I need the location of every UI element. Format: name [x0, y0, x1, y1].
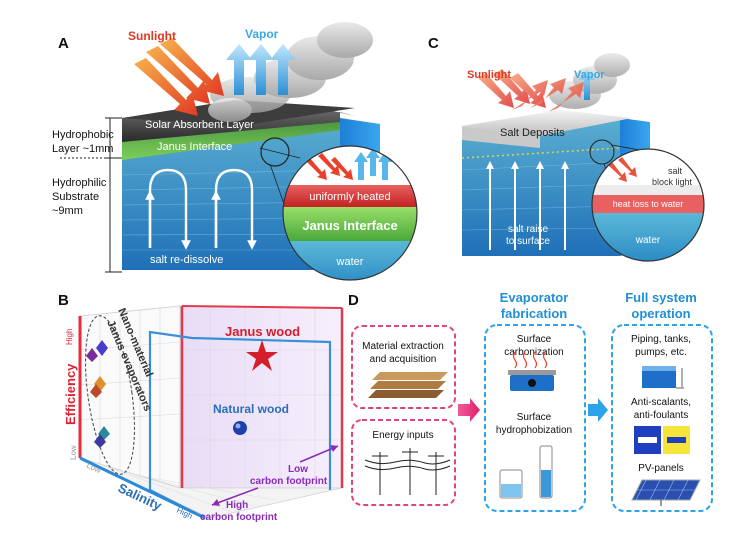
panel-d-arrow-1 [458, 398, 480, 422]
panel-c-sunlight-arrows [478, 69, 584, 112]
nano-marker [96, 340, 108, 356]
panel-a-thickness-bracket [60, 117, 122, 273]
panel-b-janus-wood-star [246, 340, 278, 371]
panel-d-piping-2: pumps, etc. [635, 347, 687, 358]
panel-b-x-axis-line [79, 456, 206, 520]
panel-c-zoom-water: water [635, 235, 661, 246]
panel-a-vapor-label: Vapor [245, 27, 279, 41]
panel-b-janus-wood-label: Janus wood [225, 324, 300, 339]
panel-d-tank-icon [642, 366, 684, 389]
panel-d-fab-box [484, 324, 586, 512]
panel-d-hydro-2: hydrophobization [496, 425, 572, 436]
panel-d-hotplate-icon [508, 351, 556, 391]
panel-b-footprint-arrows [211, 445, 339, 506]
panel-a-zoom-water: water [336, 256, 364, 268]
panel-b-nano-ellipse [85, 315, 135, 475]
panel-d-arrow-2 [588, 398, 608, 422]
panel-a-hydrophobic-label-1: Hydrophobic [52, 129, 114, 141]
panel-a-solar-label: Solar Absorbent Layer [145, 119, 254, 131]
panel-c-salt-raise-1: salt raise [508, 224, 548, 235]
panel-d-fab-title-1: Evaporator [500, 290, 569, 305]
panel-d-material-2: and acquisition [370, 354, 437, 365]
panel-b-y-low: Low [69, 445, 78, 460]
panel-a-janus-label: Janus Interface [157, 141, 232, 153]
panel-d-pv-label: PV-panels [638, 463, 684, 474]
panel-b-high-cf-2: carbon footprint [200, 512, 278, 523]
panel-d-energy-box [351, 419, 456, 506]
panel-b-nano-markers [86, 340, 110, 448]
panel-d-carb-1: Surface [517, 334, 552, 345]
panel-d-full-title-2: operation [631, 306, 690, 321]
panel-a-zoom-janus: Janus Interface [302, 218, 397, 233]
panel-letter-a: A [58, 35, 69, 52]
panel-d-anti-1: Anti-scalants, [631, 397, 691, 408]
panel-a-hydrophobic-label-2: Layer ~1mm [52, 143, 113, 155]
panel-a-vapor-arrows [226, 44, 296, 95]
panel-b: B [58, 292, 344, 523]
panel-a-hydrophilic-label-1: Hydrophilic [52, 177, 107, 189]
nano-marker [90, 384, 102, 398]
panel-a-vapor-cloud [208, 22, 373, 122]
panel-d-piping-1: Piping, tanks, [631, 334, 691, 345]
panel-a: A Solar Absorbent Layer Janus Interface [52, 22, 418, 281]
panel-a-hydrophilic-label-2: Substrate [52, 191, 99, 203]
panel-d: D Material extraction and acquisition En… [348, 290, 713, 512]
panel-c-vapor-arrow [579, 68, 595, 100]
panel-a-zoom-heated: uniformly heated [309, 191, 390, 203]
panel-b-y-high: High [65, 329, 74, 345]
panel-b-high-cf-1: High [226, 500, 248, 511]
panel-c-salt-line [461, 147, 621, 159]
panel-letter-c: C [428, 35, 439, 52]
panel-c-salt-surface [462, 110, 632, 136]
panel-d-anti-2: anti-foulants [634, 410, 688, 421]
nano-marker [86, 348, 98, 362]
panel-c-zoom-salt-1: salt [668, 166, 683, 176]
panel-b-y-axis-label: Efficiency [63, 363, 78, 425]
panel-a-sunlight-label: Sunlight [128, 29, 176, 43]
panel-d-beakers-icon [499, 445, 553, 499]
panel-d-material-1: Material extraction [362, 341, 444, 352]
panel-letter-b: B [58, 292, 69, 309]
panel-a-circulation-arrows [145, 168, 257, 250]
panel-c-upward-arrows [486, 161, 569, 250]
panel-d-material-box [351, 325, 456, 409]
panel-d-full-title-1: Full system [625, 290, 697, 305]
panel-letter-d: D [348, 292, 359, 309]
panel-d-energy-label: Energy inputs [372, 430, 433, 441]
panel-c-sunlight-label: Sunlight [467, 69, 511, 81]
panel-d-chemicals-icon [634, 426, 690, 454]
panel-d-fab-title-2: fabrication [501, 306, 568, 321]
panel-d-hydro-1: Surface [517, 412, 552, 423]
panel-a-zoom-source-circle [260, 137, 290, 167]
panel-a-hydrophilic-label-3: ~9mm [52, 205, 83, 217]
panel-c-zoom-heatloss: heat loss to water [613, 199, 684, 209]
panel-b-natural-wood-label: Natural wood [213, 402, 289, 416]
panel-a-sunlight-arrows [134, 38, 224, 116]
panel-c-zoom-salt-2: block light [652, 177, 693, 187]
panel-c-salt-raise-2: to surface [506, 236, 550, 247]
panel-b-natural-wood-marker [233, 421, 247, 435]
panel-a-salt-redissolve: salt re-dissolve [150, 254, 223, 266]
panel-d-full-box [611, 324, 713, 512]
panel-b-low-cf-2: carbon footprint [250, 476, 328, 487]
panel-b-low-cf-1: Low [288, 464, 308, 475]
panel-c-vapor-label: Vapor [574, 69, 605, 81]
panel-d-power-lines-icon [364, 448, 451, 495]
panel-d-solar-panel-icon [631, 479, 701, 506]
panel-d-wood-planks-icon [368, 372, 448, 398]
panel-c-salt-deposits: Salt Deposits [500, 127, 565, 139]
panel-c: C Salt Deposits salt raise to surface [428, 35, 705, 262]
nano-marker [94, 434, 106, 448]
